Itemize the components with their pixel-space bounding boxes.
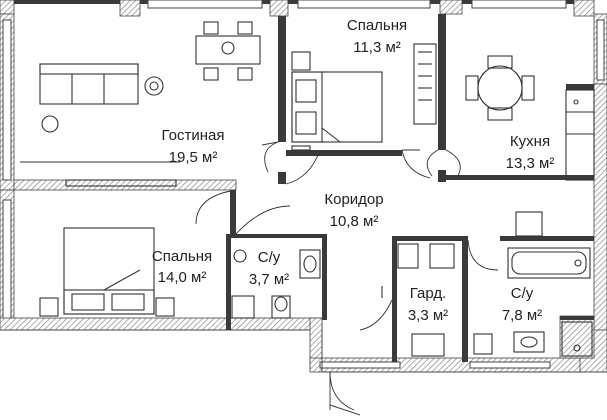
room-labels: Гостиная 19,5 м² Спальня 11,3 м² Кухня 1… xyxy=(152,17,554,324)
outer-walls xyxy=(0,0,607,373)
room-name-bath-large: С/у xyxy=(511,285,534,302)
room-area-bath-small: 3,7 м² xyxy=(249,271,289,288)
bedroom-large-furniture xyxy=(39,227,175,317)
room-area-bath-large: 7,8 м² xyxy=(502,307,542,324)
room-area-wardrobe: 3,3 м² xyxy=(408,307,448,324)
kitchen-furniture xyxy=(465,55,595,181)
room-name-bedroom-large: Спальня xyxy=(152,248,212,265)
doors xyxy=(195,141,499,411)
room-name-bedroom-small: Спальня xyxy=(347,17,407,34)
room-area-corridor: 10,8 м² xyxy=(330,213,379,230)
bath-small-fixtures xyxy=(231,249,321,319)
room-name-bath-small: С/у xyxy=(258,249,281,266)
bath-large-fixtures xyxy=(381,211,593,357)
room-area-bedroom-small: 11,3 м² xyxy=(353,39,401,56)
interior-walls xyxy=(13,14,595,362)
entrance-line xyxy=(329,404,361,416)
room-name-kitchen: Кухня xyxy=(510,133,550,150)
room-area-bedroom-large: 14,0 м² xyxy=(158,269,207,286)
room-area-kitchen: 13,3 м² xyxy=(506,155,555,172)
living-room-furniture xyxy=(20,21,261,187)
bedroom-small-furniture xyxy=(291,43,437,151)
room-name-corridor: Коридор xyxy=(324,191,383,208)
room-area-living: 19,5 м² xyxy=(169,149,218,166)
room-name-wardrobe: Гард. xyxy=(410,285,447,302)
room-name-living: Гостиная xyxy=(162,127,225,144)
